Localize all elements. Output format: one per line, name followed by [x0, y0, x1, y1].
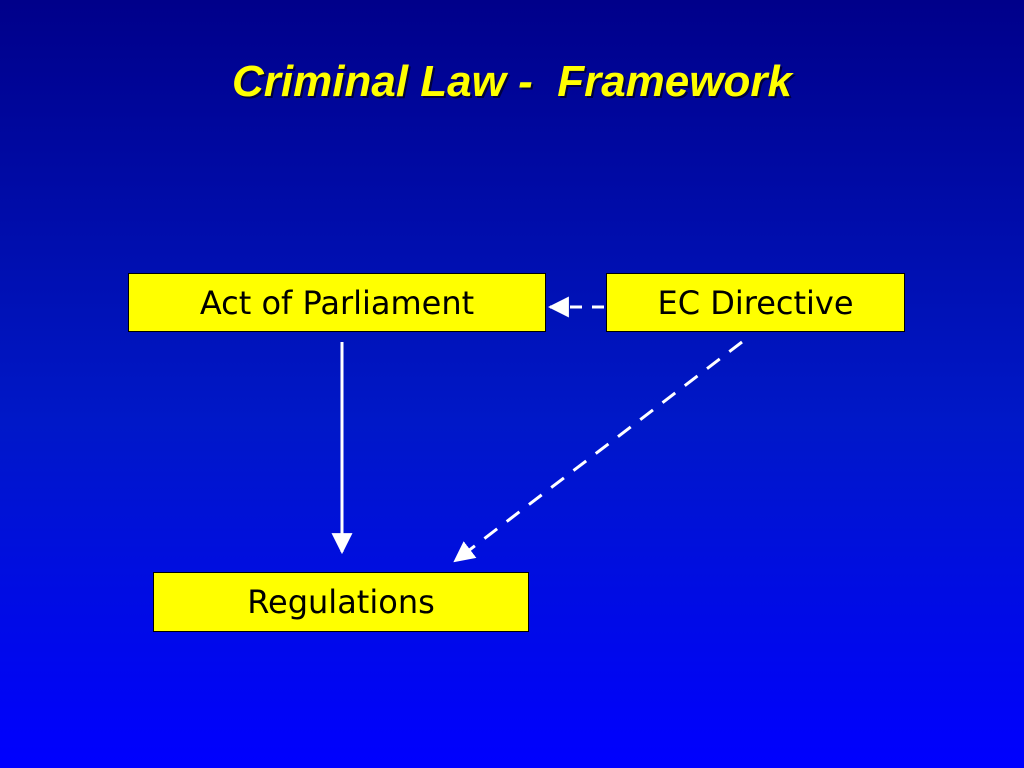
node-ec-directive: EC Directive: [606, 273, 905, 332]
edge-ec-to-regulations: [453, 340, 743, 563]
slide-title: Criminal Law - Framework: [232, 57, 792, 106]
node-act-of-parliament-label: Act of Parliament: [199, 283, 475, 322]
node-act-of-parliament: Act of Parliament: [128, 273, 546, 332]
node-regulations: Regulations: [153, 572, 529, 632]
node-ec-directive-label: EC Directive: [657, 283, 854, 322]
node-regulations-label: Regulations: [247, 583, 435, 621]
